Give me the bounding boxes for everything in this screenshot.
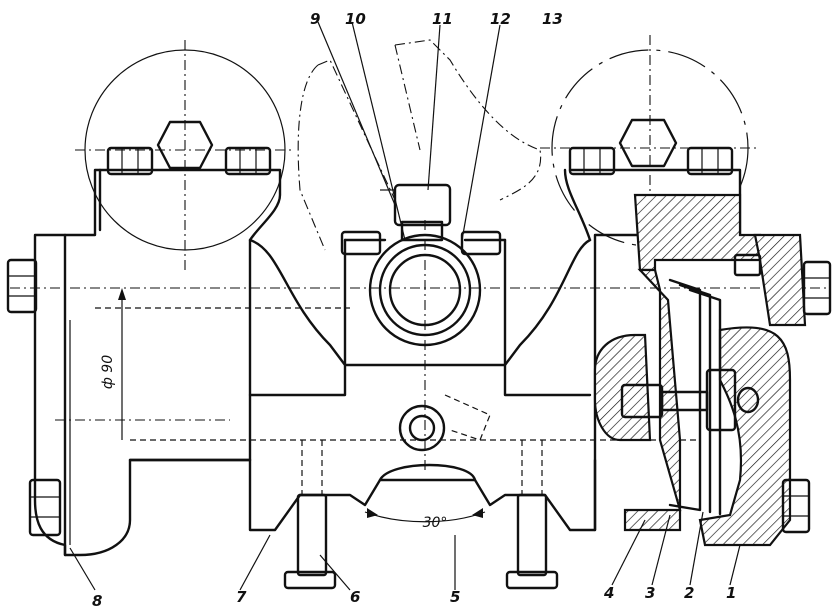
right-side-bolt-lower (781, 478, 811, 534)
right-side-bolt-upper (802, 260, 832, 316)
left-side-bolt-upper (6, 258, 38, 314)
leader-lines (69, 21, 741, 591)
left-side-bolt-lower (28, 478, 62, 537)
roller-outline-left (75, 40, 295, 270)
right-hex-bolt-head (618, 118, 678, 168)
angle-label: 30° (423, 515, 448, 531)
callout-9: 9 (310, 10, 320, 28)
callout-2: 2 (684, 584, 694, 602)
left-top-nut-2 (224, 146, 272, 176)
callout-4: 4 (603, 584, 614, 602)
left-hex-bolt-head (156, 120, 214, 170)
callout-11: 11 (432, 10, 453, 28)
bearing-bolts (340, 230, 502, 256)
right-section-cutaway (593, 193, 807, 547)
diameter-label: ф 90 (100, 355, 116, 389)
central-bearing (368, 220, 482, 470)
right-top-nut-1 (568, 146, 616, 176)
lower-pin (398, 394, 491, 452)
callout-1: 1 (726, 584, 736, 602)
callout-6: 6 (350, 588, 360, 606)
right-top-nut-2 (686, 146, 734, 176)
callout-12: 12 (490, 10, 511, 28)
diameter-dimension: ф 90 (100, 288, 126, 440)
bottom-bolt-right (505, 440, 559, 590)
callout-13: 13 (542, 10, 563, 28)
angle-dimension: 30° (364, 508, 486, 531)
callout-5: 5 (450, 588, 460, 606)
left-top-nut-1 (106, 146, 154, 176)
left-housing (33, 168, 282, 557)
right-center-bolt (620, 368, 760, 432)
callout-10: 10 (345, 10, 366, 28)
bottom-bolt-left (283, 440, 337, 590)
callout-7: 7 (236, 588, 247, 606)
callout-3: 3 (645, 584, 655, 602)
central-housing (128, 238, 597, 532)
callout-labels: 9 10 11 12 13 8 7 6 5 4 3 2 1 (92, 10, 736, 610)
callout-8: 8 (92, 592, 102, 610)
lever-outline (297, 39, 542, 251)
